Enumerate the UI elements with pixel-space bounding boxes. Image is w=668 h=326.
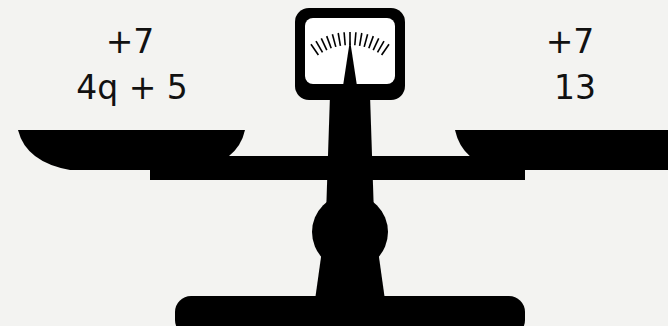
right-term: +7 <box>470 22 668 62</box>
right-expression: 13 <box>475 68 668 108</box>
left-term: +7 <box>30 22 230 62</box>
scale-base <box>175 296 525 326</box>
left-expression: 4q + 5 <box>32 68 232 108</box>
gauge-needle <box>343 40 357 86</box>
scale-stem <box>315 250 385 300</box>
gauge-frame <box>295 8 405 100</box>
